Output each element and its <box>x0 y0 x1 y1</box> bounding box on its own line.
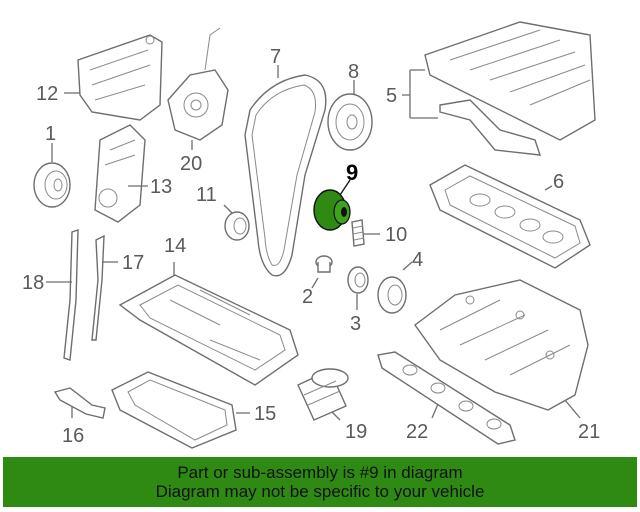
callout-14: 14 <box>164 235 186 257</box>
part-5-intake-plenum <box>424 21 596 156</box>
callout-16: 16 <box>62 425 84 447</box>
callout-8: 8 <box>348 61 359 83</box>
callout-12: 12 <box>36 83 58 105</box>
callout-5: 5 <box>386 85 397 107</box>
callout-9: 9 <box>346 160 358 185</box>
callout-11: 11 <box>196 184 217 206</box>
callout-7: 7 <box>270 46 281 68</box>
part-21-intake-manifold <box>414 279 589 411</box>
callout-3: 3 <box>350 313 361 335</box>
callout-13: 13 <box>150 176 172 198</box>
part-13-lower-cover <box>94 124 146 223</box>
banner-line-2: Diagram may not be specific to your vehi… <box>155 482 485 501</box>
part-9-idler-highlighted <box>313 189 351 231</box>
callout-21: 21 <box>578 421 600 443</box>
callout-19: 19 <box>345 421 367 443</box>
callout-1: 1 <box>45 123 56 145</box>
callout-4: 4 <box>412 249 423 271</box>
part-8-cam-sprocket <box>327 93 373 151</box>
callout-10: 10 <box>385 224 407 246</box>
part-22-exhaust-gasket <box>377 351 516 445</box>
part-3-seal <box>347 266 369 294</box>
part-15-oil-pan-lower <box>111 371 237 449</box>
callout-17: 17 <box>122 252 144 274</box>
part-19-oil-filter <box>297 368 349 421</box>
callout-22: 22 <box>406 421 428 443</box>
callout-20: 20 <box>180 153 202 175</box>
part-1-crank-pulley <box>33 162 71 208</box>
part-10-bolt <box>351 219 365 247</box>
parts-diagram: 12 20 7 8 5 1 13 <box>22 21 600 449</box>
banner-line-1: Part or sub-assembly is #9 in diagram <box>177 463 463 482</box>
part-7-timing-belt <box>244 74 327 277</box>
part-12-timing-cover <box>77 34 163 121</box>
part-6-valve-cover-gasket <box>429 164 591 269</box>
callout-6: 6 <box>553 171 564 193</box>
callout-2: 2 <box>302 286 313 308</box>
callout-18: 18 <box>22 272 44 294</box>
part-18-dipstick-tube <box>63 229 79 361</box>
part-11-idler <box>224 211 250 241</box>
info-banner: Part or sub-assembly is #9 in diagram Di… <box>3 457 637 507</box>
part-14-oil-pan-upper <box>118 274 299 386</box>
part-17-dipstick <box>91 234 105 341</box>
callout-15: 15 <box>254 403 276 425</box>
part-16-gasket <box>53 387 106 419</box>
part-2-plug <box>315 255 333 273</box>
part-4-crank-sprocket <box>377 276 407 314</box>
part-20-oil-pump <box>167 27 229 141</box>
